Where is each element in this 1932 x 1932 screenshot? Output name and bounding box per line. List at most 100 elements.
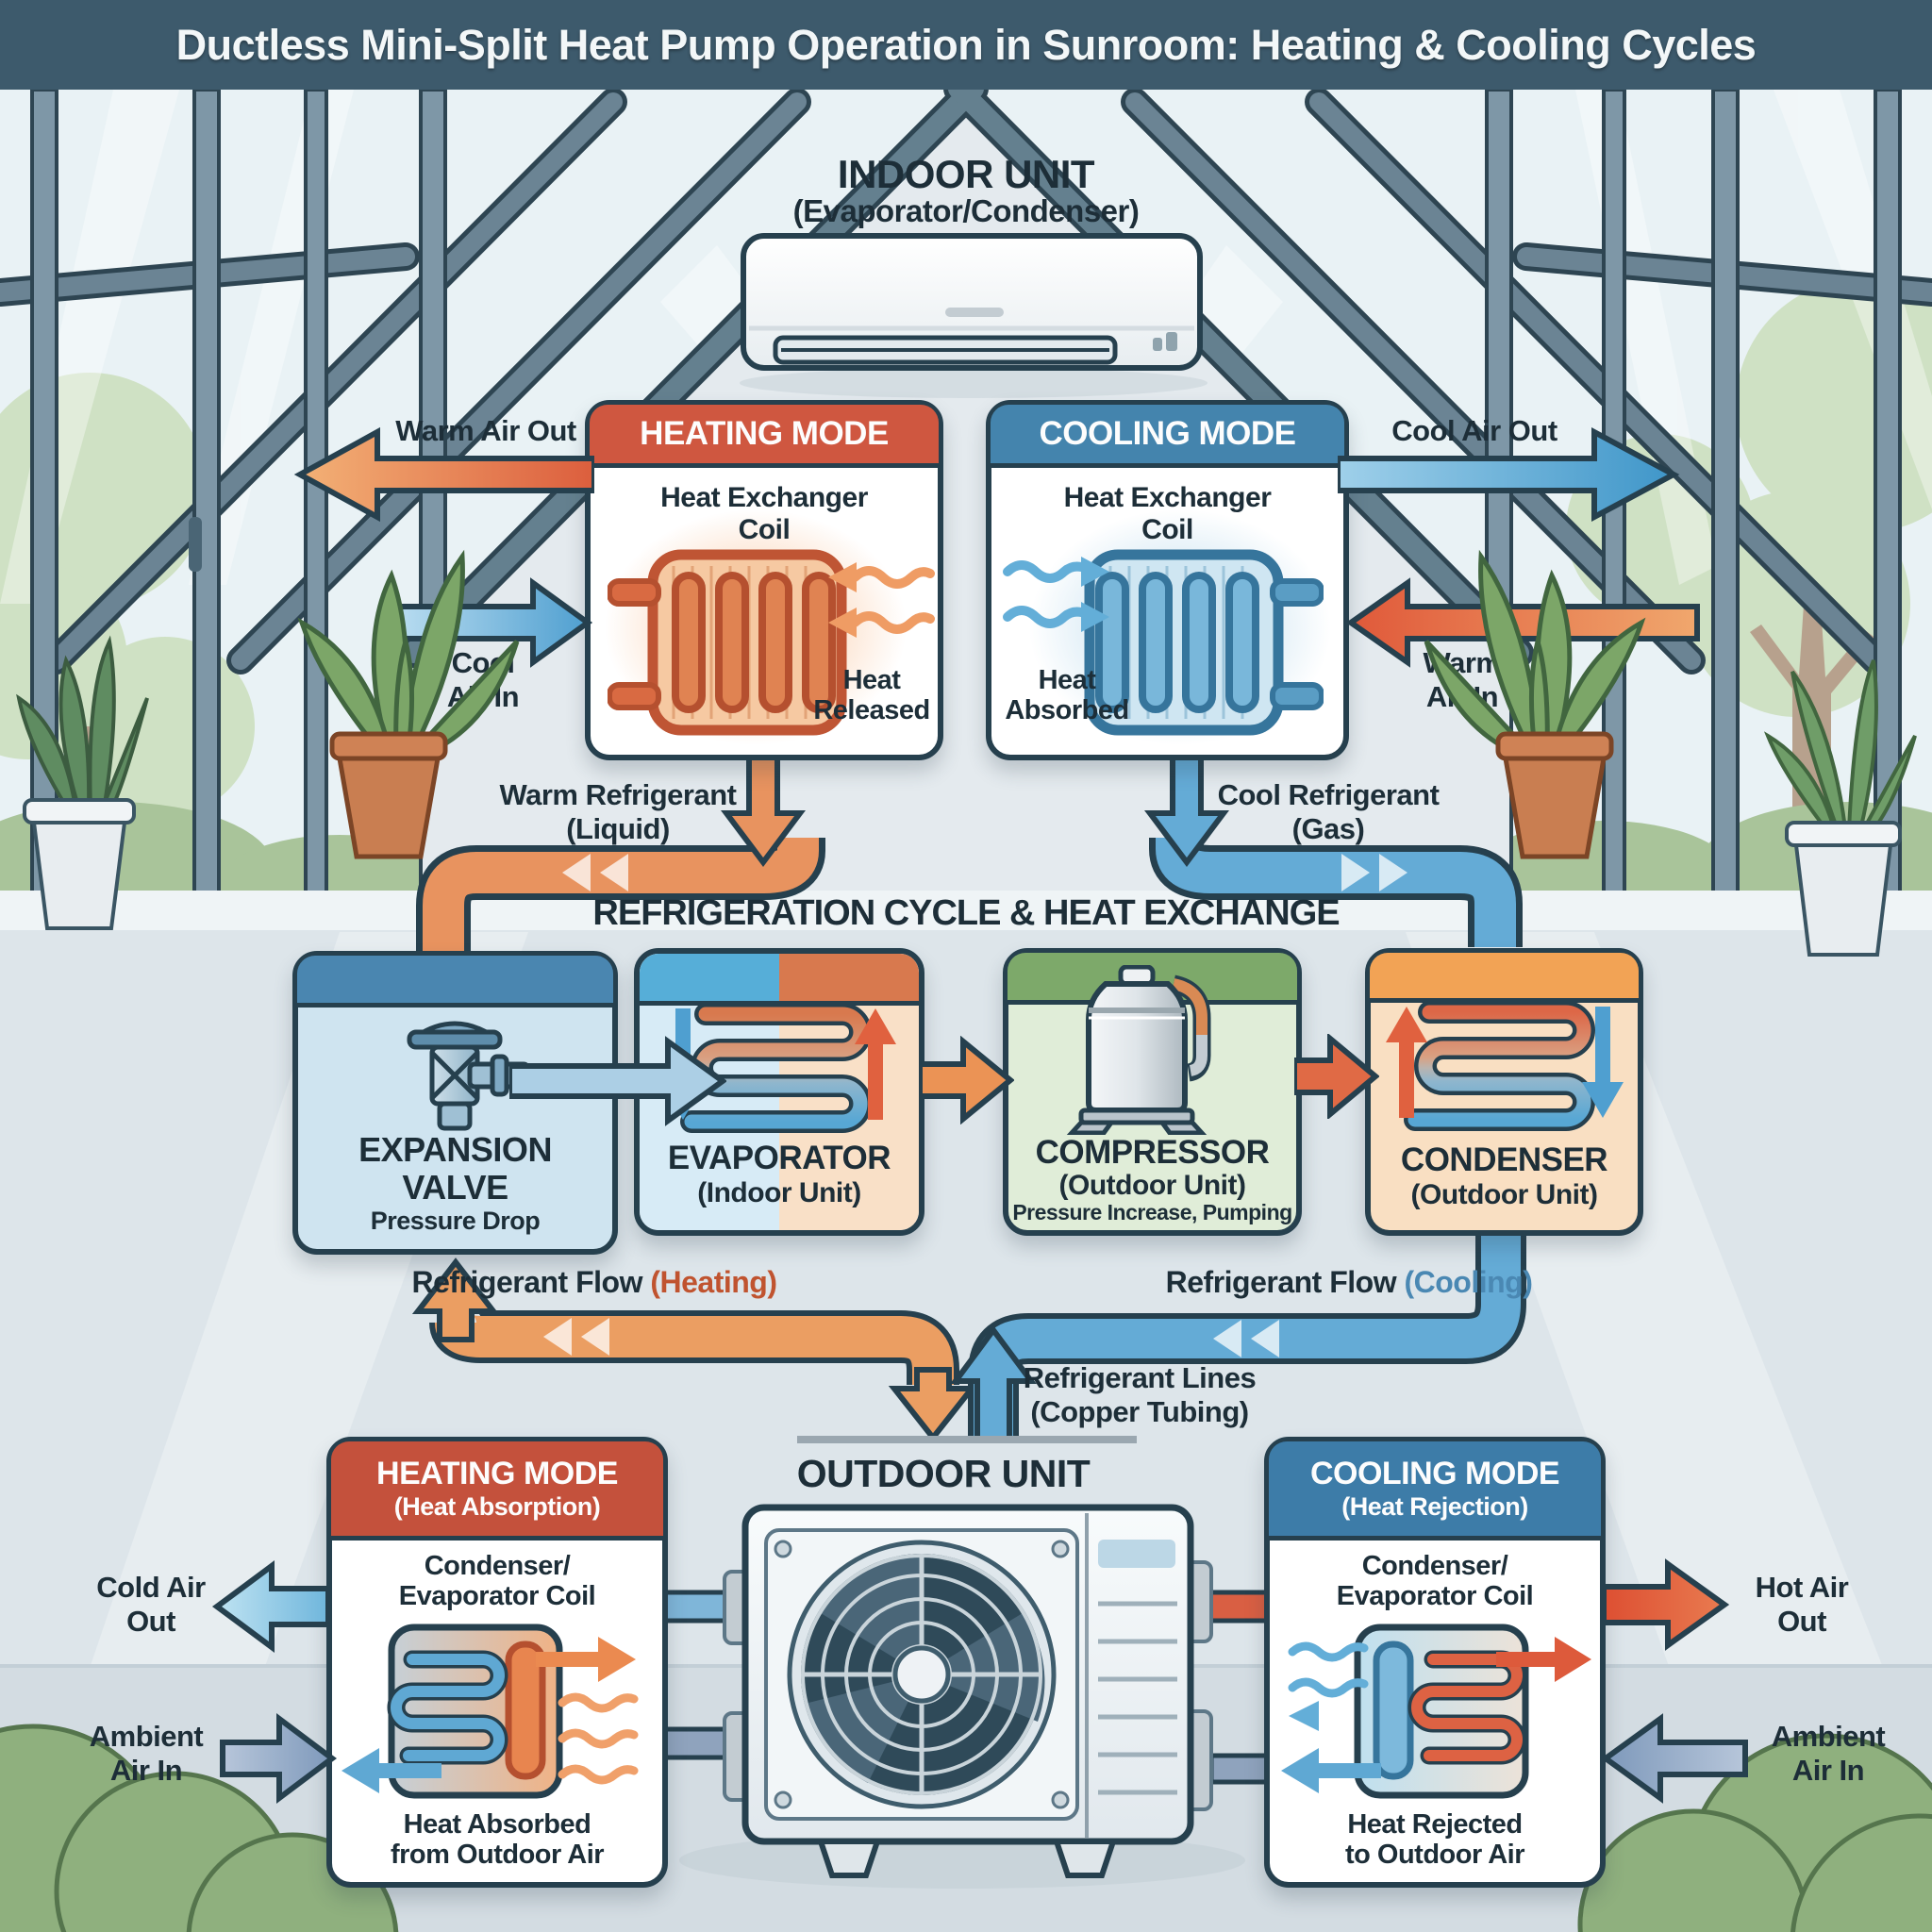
- condenser-down-arrow: [1582, 1007, 1624, 1118]
- compressor-box: COMPRESSOR (Outdoor Unit) Pressure Incre…: [1003, 948, 1302, 1236]
- bottom-cooling-cool-waves: [1288, 1641, 1369, 1731]
- condenser-coil-icon: [1404, 1001, 1595, 1131]
- bottom-heating-coil-label-1: Condenser/: [424, 1551, 571, 1581]
- expansion-valve-name-2: VALVE: [402, 1168, 508, 1207]
- evaporator-sub: (Indoor Unit): [697, 1177, 861, 1208]
- bottom-heating-note-2: from Outdoor Air: [390, 1840, 605, 1870]
- indoor-unit-title: INDOOR UNIT: [837, 152, 1095, 196]
- ambient-air-in-left-label-2: Air In: [109, 1754, 183, 1787]
- ambient-air-in-right-arrow: [1600, 1713, 1748, 1804]
- evaporator-up-arrow: [855, 1008, 896, 1120]
- bottom-heating-heat-waves: [558, 1692, 639, 1785]
- fan-icon: [787, 1540, 1057, 1809]
- expansion-valve-header: [297, 956, 613, 1008]
- bottom-heating-refrigerant-in-arrow: [341, 1748, 441, 1793]
- warm-air-out-arrow: [293, 426, 594, 523]
- potted-plant-left: [297, 549, 520, 859]
- refrigerant-flow-heating-label: Refrigerant Flow (Heating): [411, 1265, 777, 1299]
- cold-air-out-arrow: [211, 1560, 331, 1653]
- heating-coil-label-1: Heat Exchanger: [660, 482, 868, 513]
- bottom-heating-coil-label-2: Evaporator Coil: [398, 1581, 596, 1611]
- condenser-up-arrow: [1386, 1007, 1427, 1118]
- bottom-cooling-refrigerant-in-arrow: [1281, 1748, 1381, 1793]
- cooling-mode-outdoor-header-label: COOLING MODE: [1309, 1456, 1560, 1491]
- potted-plant-far-right: [1763, 659, 1917, 957]
- heating-mode-outdoor-header-label: HEATING MODE: [376, 1456, 618, 1491]
- bottom-cooling-coil-icon: [1354, 1624, 1529, 1799]
- compressor-sub: (Outdoor Unit): [1058, 1170, 1246, 1201]
- cooling-mode-outdoor-box: COOLING MODE (Heat Rejection) Condenser/…: [1264, 1437, 1606, 1888]
- cold-air-out-label-1: Cold Air: [96, 1571, 206, 1604]
- evaporator-name: EVAPORATOR: [667, 1140, 891, 1176]
- heat-absorbed-waves-icon: [1003, 557, 1109, 632]
- heating-mode-indoor-box: HEATING MODE Heat Exchanger Coil Heat Re…: [585, 400, 943, 760]
- bottom-cooling-note-2: to Outdoor Air: [1344, 1840, 1525, 1870]
- hot-air-out-label-2: Out: [1777, 1605, 1826, 1638]
- heat-absorbed-label-2: Absorbed: [1005, 695, 1129, 725]
- bottom-cooling-refrigerant-out-arrow: [1496, 1637, 1591, 1682]
- condenser-header: [1370, 953, 1639, 1003]
- indoor-ac-unit: [740, 233, 1208, 398]
- page-title: Ductless Mini-Split Heat Pump Operation …: [175, 20, 1757, 69]
- heating-coil-label-2: Coil: [738, 514, 791, 545]
- ambient-air-in-right-label-2: Air In: [1791, 1754, 1865, 1787]
- title-bar: Ductless Mini-Split Heat Pump Operation …: [0, 0, 1932, 90]
- heat-released-waves-icon: [828, 562, 935, 638]
- cooling-coil-icon: [1084, 549, 1324, 736]
- refrigerant-flow-cooling-label: Refrigerant Flow (Cooling): [1165, 1265, 1533, 1299]
- bottom-cooling-note-1: Heat Rejected: [1347, 1809, 1523, 1840]
- heating-mode-outdoor-subheader: (Heat Absorption): [393, 1492, 601, 1521]
- condenser-sub: (Outdoor Unit): [1410, 1179, 1598, 1210]
- warm-air-out-label: Warm Air Out: [395, 414, 576, 447]
- condenser-name: CONDENSER: [1400, 1141, 1608, 1178]
- cooling-mode-outdoor-subheader: (Heat Rejection): [1341, 1492, 1528, 1521]
- potted-plant-right: [1424, 549, 1646, 859]
- cool-refrigerant-label-1: Cool Refrigerant: [1217, 778, 1440, 811]
- expansion-valve-name-1: EXPANSION: [358, 1130, 552, 1169]
- bottom-heating-coil-icon: [387, 1624, 563, 1799]
- cooling-coil-label-2: Coil: [1141, 514, 1193, 545]
- cold-air-out-label-2: Out: [126, 1605, 175, 1638]
- cycle-title: REFRIGERATION CYCLE & HEAT EXCHANGE: [592, 893, 1340, 933]
- heating-mode-outdoor-box: HEATING MODE (Heat Absorption) Condenser…: [326, 1437, 668, 1888]
- compressor-name: COMPRESSOR: [1035, 1134, 1270, 1171]
- condenser-box: CONDENSER (Outdoor Unit): [1365, 948, 1643, 1236]
- refrigerant-lines-label-1: Refrigerant Lines: [1023, 1361, 1257, 1394]
- heating-mode-outdoor-header: HEATING MODE (Heat Absorption): [331, 1441, 663, 1541]
- expansion-valve-box: EXPANSION VALVE Pressure Drop: [292, 951, 618, 1255]
- outdoor-unit-title: OUTDOOR UNIT: [796, 1452, 1091, 1495]
- bottom-heating-note-1: Heat Absorbed: [403, 1809, 591, 1840]
- compressor-sub2: Pressure Increase, Pumping: [1012, 1200, 1292, 1224]
- cooling-mode-indoor-box: COOLING MODE Heat Exchanger Coil Heat Ab…: [986, 400, 1349, 760]
- indoor-unit-subtitle: (Evaporator/Condenser): [792, 193, 1140, 228]
- expansion-valve-sub: Pressure Drop: [370, 1207, 541, 1235]
- heating-mode-indoor-header-label: HEATING MODE: [640, 415, 889, 452]
- potted-plant-far-left: [16, 635, 149, 930]
- warm-refrigerant-label-2: (Liquid): [566, 812, 670, 845]
- bush-bottom-right: [1577, 1733, 1932, 1932]
- hot-air-out-arrow: [1601, 1558, 1730, 1651]
- compressor-to-condenser-arrow: [1294, 1034, 1379, 1119]
- heating-coil-icon: [608, 549, 847, 736]
- evaporator-to-compressor-arrow: [920, 1036, 1014, 1124]
- ambient-air-in-left-label-1: Ambient: [89, 1720, 204, 1753]
- bottom-cooling-coil-label-2: Evaporator Coil: [1336, 1581, 1534, 1611]
- cool-refrigerant-label-2: (Gas): [1291, 812, 1365, 845]
- heat-released-label-1: Heat: [842, 665, 901, 695]
- heat-absorbed-label-1: Heat: [1038, 665, 1096, 695]
- heating-mode-indoor-header: HEATING MODE: [590, 405, 939, 468]
- cooling-mode-indoor-header: COOLING MODE: [991, 405, 1344, 468]
- outdoor-unit: [679, 1504, 1245, 1889]
- ambient-air-in-right-label-1: Ambient: [1771, 1720, 1886, 1753]
- bottom-cooling-coil-label-1: Condenser/: [1361, 1551, 1508, 1581]
- warm-refrigerant-label-1: Warm Refrigerant: [499, 778, 737, 811]
- window-handle: [189, 517, 202, 572]
- hot-air-out-label-1: Hot Air: [1755, 1571, 1849, 1604]
- bottom-heating-refrigerant-out-arrow: [536, 1637, 636, 1682]
- cool-air-out-label: Cool Air Out: [1391, 414, 1557, 447]
- valve-to-evaporator-arrow: [509, 1036, 726, 1126]
- heat-released-label-2: Released: [813, 695, 930, 725]
- cooling-coil-label-1: Heat Exchanger: [1063, 482, 1272, 513]
